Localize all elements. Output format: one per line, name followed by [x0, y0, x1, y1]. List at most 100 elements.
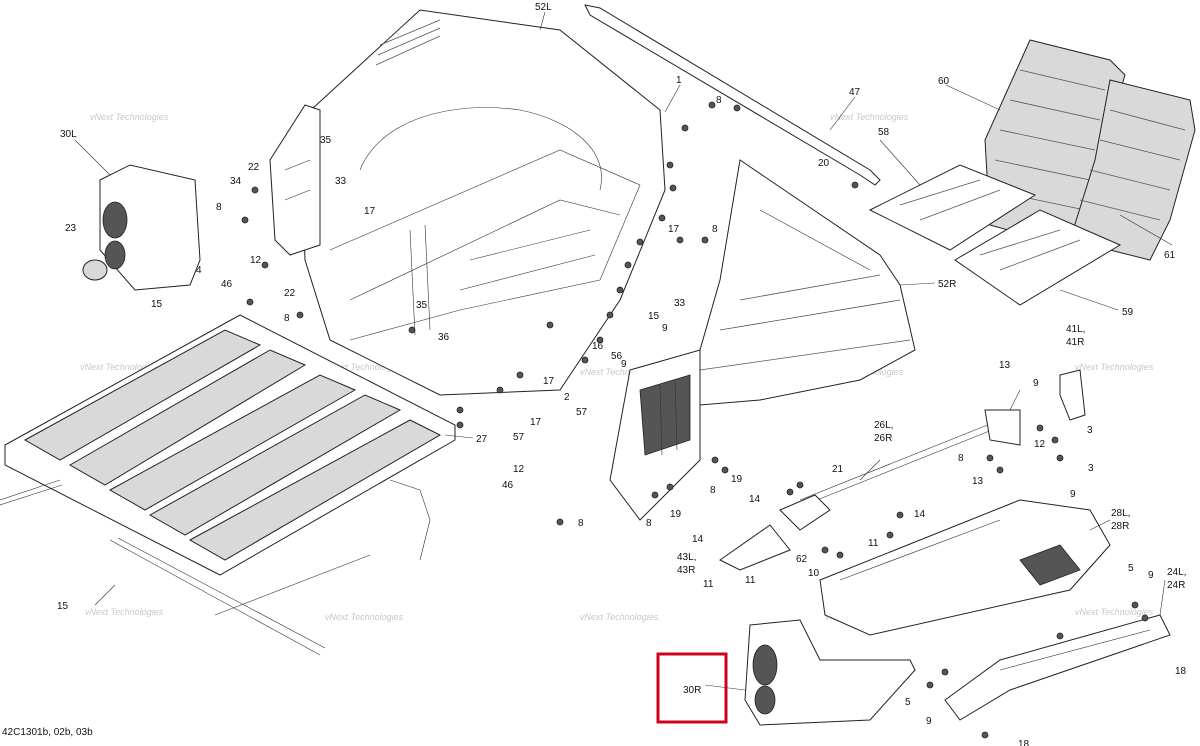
callout-label: 52L	[535, 2, 552, 13]
callout-label: 17	[530, 417, 542, 428]
callout-label: 26R	[874, 433, 892, 444]
callout-label: 30L	[60, 129, 77, 140]
callout-label: 9	[1033, 378, 1039, 389]
callout-label: 43L,	[677, 552, 696, 563]
watermark: vNext Technologies	[90, 112, 169, 122]
watermark: vNext Technologies	[1075, 607, 1154, 617]
callout-label: 61	[1164, 250, 1176, 261]
callout-label: 15	[648, 311, 660, 322]
callout-label: 41R	[1066, 337, 1084, 348]
watermark: vNext Technologies	[1075, 362, 1154, 372]
callout-label: 46	[221, 279, 233, 290]
callout-label: 33	[674, 298, 686, 309]
fasteners	[241, 101, 1149, 739]
cover-43	[719, 524, 791, 571]
callout-label: 62	[796, 554, 808, 565]
callout-label: 9	[621, 359, 627, 370]
callout-label: 52R	[938, 279, 956, 290]
callout-label: 4	[196, 265, 202, 276]
callout-label: 10	[808, 568, 820, 579]
callout-label: 58	[878, 127, 890, 138]
diagram-code: 42C1301b, 02b, 03b	[2, 727, 93, 738]
callout-label: 46	[502, 480, 514, 491]
right-side-wall	[699, 159, 916, 406]
callout-label: 19	[731, 474, 743, 485]
callout-label: 26L,	[874, 420, 893, 431]
callout-label: 59	[1122, 307, 1134, 318]
speaker-pod-30R	[744, 619, 916, 726]
callout-labels: 52L 1 8 47 60 30L 35 22 34 33 58 20 8 17…	[57, 2, 1187, 746]
panel-27	[4, 314, 456, 576]
callout-label: 24R	[1167, 580, 1185, 591]
callout-label: 17	[668, 224, 680, 235]
callout-label: 3	[1088, 463, 1094, 474]
callout-label: 8	[578, 518, 584, 529]
callout-label: 17	[543, 376, 555, 387]
callout-label: 14	[914, 509, 926, 520]
callout-label: 11	[868, 538, 879, 549]
side-rail-24	[944, 614, 1171, 721]
callout-label: 35	[416, 300, 428, 311]
leader-lines	[74, 11, 1173, 691]
callout-30R-label: 30R	[683, 685, 701, 696]
callout-label: 14	[692, 534, 704, 545]
watermark: vNext Technologies	[580, 612, 659, 622]
callout-label: 2	[564, 392, 570, 403]
callout-label: 28R	[1111, 521, 1129, 532]
callout-label: 12	[513, 464, 525, 475]
callout-label: 33	[335, 176, 347, 187]
seal-strips	[0, 479, 431, 656]
callout-label: 8	[710, 485, 716, 496]
callout-label: 18	[1175, 666, 1187, 677]
callout-label: 34	[230, 176, 242, 187]
callout-label: 5	[1128, 563, 1134, 574]
callout-label: 22	[284, 288, 296, 299]
callout-label: 41L,	[1066, 324, 1085, 335]
watermark: vNext Technologies	[325, 612, 404, 622]
callout-label: 27	[476, 434, 488, 445]
watermark: vNext Technologies	[85, 607, 164, 617]
callout-label: 36	[438, 332, 450, 343]
crossbar-26	[779, 409, 1021, 531]
callout-label: 17	[364, 206, 376, 217]
callout-label: 19	[670, 509, 682, 520]
watermark: vNext Technologies	[830, 112, 909, 122]
callout-label: 20	[818, 158, 830, 169]
callout-label: 15	[151, 299, 163, 310]
callout-label: 60	[938, 76, 950, 87]
callout-label: 47	[849, 87, 861, 98]
callout-label: 22	[248, 162, 260, 173]
left-hinge-bracket	[269, 104, 321, 256]
bracket-41	[1059, 369, 1086, 421]
rail-47	[584, 4, 881, 186]
callout-label: 24L,	[1167, 567, 1186, 578]
callout-label: 11	[745, 575, 756, 586]
callout-label: 8	[646, 518, 652, 529]
cargo-box	[299, 9, 666, 396]
cap-23	[82, 259, 108, 281]
watermark: vNext Technologies	[80, 362, 159, 372]
callout-label: 1	[676, 75, 682, 86]
highlight-box	[656, 652, 728, 724]
callout-label: 9	[1148, 570, 1154, 581]
watermark: vNext Technologies	[325, 362, 404, 372]
callout-label: 8	[958, 453, 964, 464]
callout-label: 11	[703, 579, 714, 590]
callout-label: 18	[1018, 739, 1030, 746]
callout-label: 9	[1070, 489, 1076, 500]
callout-label: 23	[65, 223, 77, 234]
callout-label: 28L,	[1111, 508, 1130, 519]
callout-label: 57	[576, 407, 588, 418]
speaker-pod-30L	[99, 164, 201, 291]
rear-box-frame	[609, 349, 701, 521]
callout-label: 8	[216, 202, 222, 213]
watermark: vNext Technologies	[580, 367, 659, 377]
callout-label: 56	[611, 351, 623, 362]
highlight-30R[interactable]: 30R	[656, 652, 728, 724]
floor-mats	[868, 39, 1196, 306]
callout-label: 12	[1034, 439, 1046, 450]
callout-label: 8	[712, 224, 718, 235]
callout-label: 3	[1087, 425, 1093, 436]
callout-label: 5	[905, 697, 911, 708]
callout-label: 13	[999, 360, 1011, 371]
